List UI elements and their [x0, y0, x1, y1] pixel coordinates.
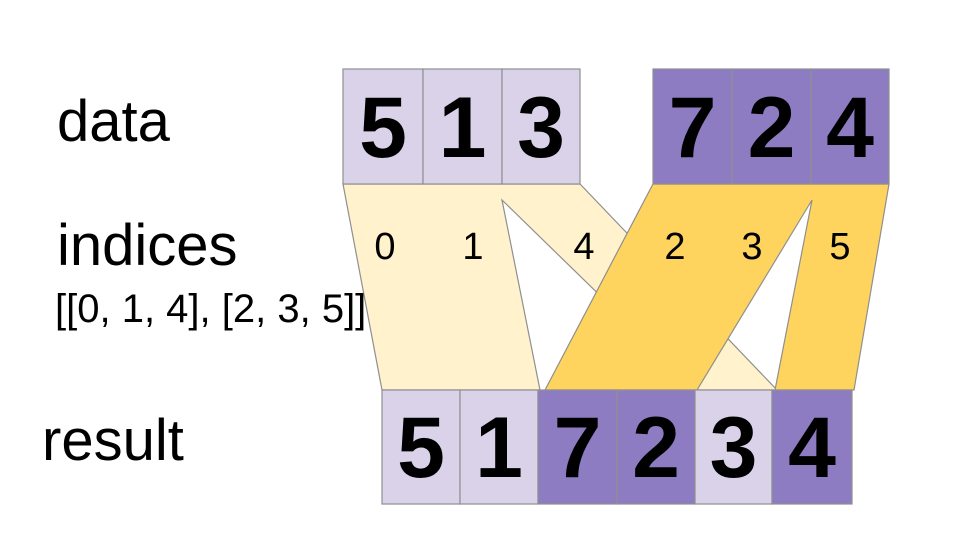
index-label: 4	[573, 226, 594, 268]
index-label: 3	[741, 226, 762, 268]
data-cell-group-0	[342, 68, 424, 185]
data-cell-value: 7	[669, 80, 717, 176]
result-cell	[537, 389, 618, 505]
index-label: 2	[664, 226, 685, 268]
data-cell-value: 2	[748, 80, 796, 176]
data-label: data	[57, 89, 171, 154]
data-cell-group-0	[422, 68, 503, 185]
index-label: 1	[462, 226, 483, 268]
result-cell	[616, 389, 696, 505]
result-label: result	[42, 408, 184, 473]
result-cell-value: 1	[475, 400, 523, 496]
data-cell-group-1	[731, 68, 812, 185]
data-cell-group-1	[652, 68, 733, 185]
data-cell-group-0	[501, 68, 581, 185]
data-cell-value: 5	[359, 80, 407, 176]
result-cell	[459, 389, 539, 505]
data-cell-value: 3	[517, 80, 565, 176]
result-cell-value: 2	[632, 400, 680, 496]
result-cell-value: 4	[788, 400, 836, 496]
result-cell	[771, 389, 853, 505]
data-cell-value: 1	[439, 80, 487, 176]
result-cell-value: 7	[554, 400, 602, 496]
flow-bands	[342, 183, 890, 391]
data-cell-group-1	[810, 68, 890, 185]
index-label: 0	[374, 226, 395, 268]
indices-label: indices	[57, 213, 238, 278]
result-cell-value: 3	[710, 400, 758, 496]
result-cell-value: 5	[397, 400, 445, 496]
data-cell-value: 4	[826, 80, 874, 176]
index-label: 5	[829, 226, 850, 268]
indices-value-label: [[0, 1, 4], [2, 3, 5]]	[55, 287, 366, 331]
index-labels: 0 1 4 2 3 5	[374, 226, 850, 268]
result-cell	[381, 389, 461, 505]
result-cell	[694, 389, 773, 505]
